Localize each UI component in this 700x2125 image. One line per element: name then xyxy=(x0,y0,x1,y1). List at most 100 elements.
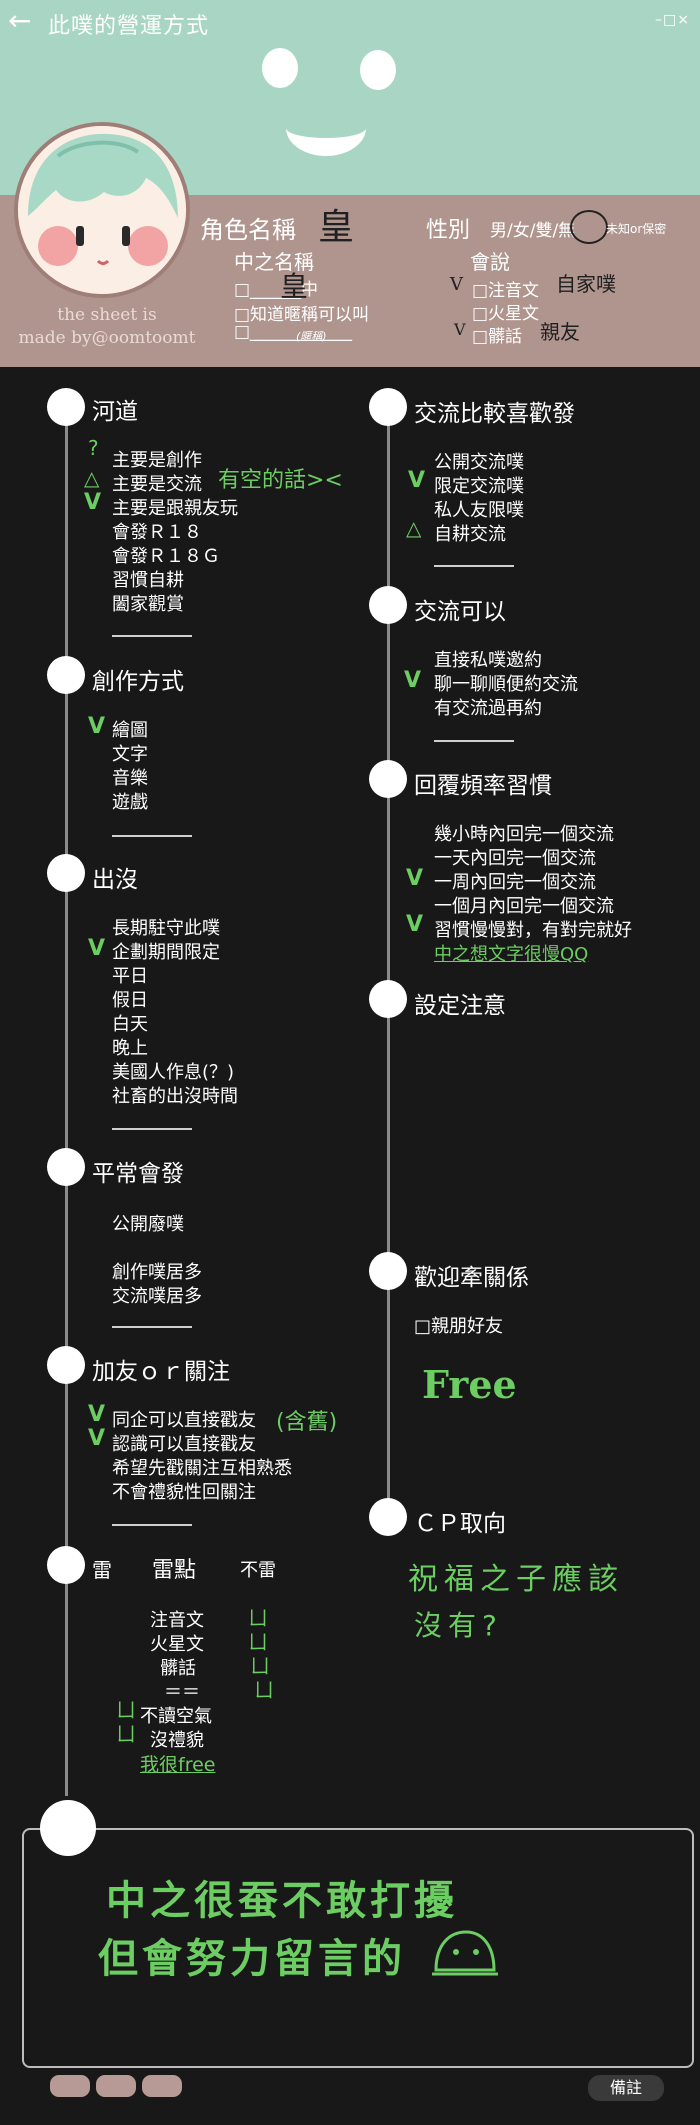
speak-item-2[interactable]: □火星文 xyxy=(472,304,540,324)
mine-item-1: 注音文 xyxy=(150,1610,204,1631)
river-item-4: 會發Ｒ１８ xyxy=(112,522,202,543)
prefer-item-2: 限定交流噗 xyxy=(434,476,524,497)
gender-options: 男/女/雙/無 xyxy=(490,221,576,241)
canexchange-item-1: 直接私噗邀約 xyxy=(434,650,542,671)
reply-item-1: 幾小時內回完一個交流 xyxy=(434,824,614,845)
mine-tick-3: ㄩ xyxy=(250,1654,270,1678)
avatar xyxy=(14,122,190,298)
speak-item-1[interactable]: □注音文 xyxy=(472,281,540,301)
blob-doodle-icon xyxy=(430,1924,500,1984)
mine-note: 我很free xyxy=(140,1754,216,1776)
river-item-5: 會發Ｒ１８Ｇ xyxy=(112,546,220,567)
mine-check-6: ㄩ xyxy=(116,1722,136,1746)
cn-option-2[interactable]: □知道暱稱可以叫 xyxy=(234,305,370,325)
appear-item-6: 晚上 xyxy=(112,1038,148,1059)
section-dot-friend xyxy=(47,1346,85,1384)
mine-item-6: 沒禮貌 xyxy=(150,1730,204,1751)
back-arrow-icon[interactable]: ← xyxy=(8,4,32,37)
speak-item-3-note: 親友 xyxy=(540,320,580,344)
speak-label: 會說 xyxy=(470,250,510,274)
cn-option-3[interactable]: □____________ xyxy=(234,322,353,342)
footer-pill-3[interactable] xyxy=(142,2075,182,2097)
section-title-reply: 回覆頻率習慣 xyxy=(414,773,552,799)
relation-item-1[interactable]: □親朋好友 xyxy=(414,1316,504,1337)
notes-box xyxy=(22,1828,694,2068)
gender-label: 性別 xyxy=(426,218,471,243)
cn-option-1[interactable]: □______中 xyxy=(234,280,319,300)
section-dot-appear xyxy=(47,854,85,892)
speak-check-3: V xyxy=(454,320,466,339)
mine-item-2: 火星文 xyxy=(150,1634,204,1655)
usual-item-1: 公開廢噗 xyxy=(112,1214,184,1235)
mine-check-5: ㄩ xyxy=(116,1698,136,1722)
section-title-relation: 歡迎牽關係 xyxy=(414,1265,529,1291)
appear-item-7: 美國人作息(？) xyxy=(112,1062,235,1083)
usual-item-3: 交流噗居多 xyxy=(112,1286,202,1307)
creation-item-3: 音樂 xyxy=(112,768,148,789)
section-title-prefer: 交流比較喜歡發 xyxy=(414,401,575,427)
prefer-mark-check: V xyxy=(408,468,426,493)
section-dot-creation xyxy=(47,656,85,694)
section-dot-setting xyxy=(369,980,407,1018)
cn-name-label: 中之名稱 xyxy=(234,250,314,274)
mine-tick-2: ㄩ xyxy=(248,1630,268,1654)
river-item-3: 主要是跟親友玩 xyxy=(112,498,238,519)
river-mark-check: V xyxy=(84,490,102,515)
separator xyxy=(434,565,514,567)
window-controls[interactable]: –□× xyxy=(655,12,690,28)
avatar-portrait xyxy=(18,126,186,294)
creation-item-4: 遊戲 xyxy=(112,792,148,813)
section-title-friend: 加友ｏｒ關注 xyxy=(92,1359,230,1385)
river-note: 有空的話>< xyxy=(218,468,343,493)
cn-option-3-hint: (暱稱) xyxy=(296,330,327,343)
reply-item-3: 一周內回完一個交流 xyxy=(434,872,596,893)
reply-note: 中之想文字很慢QQ xyxy=(434,944,589,965)
river-item-2: 主要是交流 xyxy=(112,474,202,495)
section-dot-reply xyxy=(369,760,407,798)
river-item-7: 闔家觀賞 xyxy=(112,594,184,615)
credit-line-2: made by@oomtoomt xyxy=(18,328,196,348)
section-title-usual: 平常會發 xyxy=(92,1161,184,1187)
separator xyxy=(112,1326,192,1328)
mine-header-trigger: 雷點 xyxy=(152,1558,197,1583)
friend-item-1: 同企可以直接戳友 xyxy=(112,1410,256,1431)
cn-option-1-value: 皇 xyxy=(280,270,309,303)
gender-circle-mark xyxy=(570,210,608,244)
gender-unknown-note: 未知or保密 xyxy=(606,222,667,236)
friend-item-3: 希望先戳關注互相熟悉 xyxy=(112,1458,292,1479)
canexchange-mark-check: V xyxy=(404,668,422,693)
canexchange-item-3: 有交流過再約 xyxy=(434,698,542,719)
appear-item-2: 企劃期間限定 xyxy=(112,942,220,963)
reply-mark-check-2: V xyxy=(406,912,424,937)
smiley-right-eye xyxy=(360,50,396,90)
reply-mark-check-1: V xyxy=(406,866,424,891)
appear-item-1: 長期駐守此噗 xyxy=(112,918,220,939)
mine-header-ok: 不雷 xyxy=(240,1560,276,1581)
footer-pill-2[interactable] xyxy=(96,2075,136,2097)
section-dot-cp xyxy=(369,1498,407,1536)
right-timeline xyxy=(387,408,390,1518)
section-dot-usual xyxy=(47,1148,85,1186)
river-mark-question: ? xyxy=(88,436,99,460)
prefer-mark-triangle: △ xyxy=(406,516,422,540)
reply-item-5: 習慣慢慢對，有對完就好 xyxy=(434,920,632,941)
footer-pill-1[interactable] xyxy=(50,2075,90,2097)
notes-dot xyxy=(40,1800,96,1856)
cp-note-line-1: 祝福之子應該 xyxy=(408,1562,624,1597)
section-dot-relation xyxy=(369,1252,407,1290)
section-title-cp: ＣＰ取向 xyxy=(414,1511,506,1537)
section-title-canexchange: 交流可以 xyxy=(414,599,506,625)
smiley-mouth xyxy=(286,100,366,156)
notes-line-2: 但會努力留言的 xyxy=(98,1936,406,1982)
credit-line-1: the sheet is xyxy=(57,305,157,325)
friend-note: (含舊) xyxy=(276,1410,338,1435)
section-title-river: 河道 xyxy=(92,399,138,425)
speak-item-3[interactable]: □髒話 xyxy=(472,327,523,347)
remark-button[interactable]: 備註 xyxy=(588,2075,664,2101)
river-mark-triangle: △ xyxy=(84,466,100,490)
canexchange-item-2: 聊一聊順便約交流 xyxy=(434,674,578,695)
separator xyxy=(112,635,192,637)
prefer-item-1: 公開交流噗 xyxy=(434,452,524,473)
separator xyxy=(112,1524,192,1526)
reply-item-4: 一個月內回完一個交流 xyxy=(434,896,614,917)
